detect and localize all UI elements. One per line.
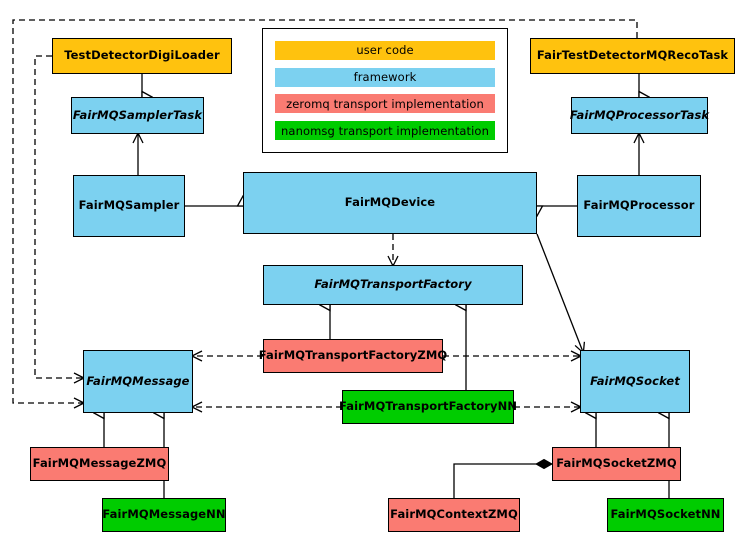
class-node-label: FairMQSampler xyxy=(78,198,180,213)
legend-item-zeromq: zeromq transport implementation xyxy=(275,94,495,114)
class-node-fairmqtransportfactoryzmq[interactable]: FairMQTransportFactoryZMQ xyxy=(259,339,447,373)
class-node-fairmqsocketnn[interactable]: FairMQSocketNN xyxy=(607,498,724,532)
class-node-label: FairMQSamplerTask xyxy=(72,107,203,122)
class-node-fairmqprocessor[interactable]: FairMQProcessor xyxy=(577,175,701,237)
legend-label-user-code: user code xyxy=(356,43,414,58)
class-node-label: TestDetectorDigiLoader xyxy=(64,48,220,63)
class-node-label: FairMQContextZMQ xyxy=(390,507,518,522)
class-node-label: FairMQSocket xyxy=(590,373,680,388)
class-node-fairmqsocket[interactable]: FairMQSocket xyxy=(580,350,690,413)
legend-item-nanomsg: nanomsg transport implementation xyxy=(275,121,495,141)
legend: user code framework zeromq transport imp… xyxy=(262,28,508,153)
class-node-label: FairMQMessage xyxy=(86,373,190,388)
edge-contextzmq-to-socketzmq xyxy=(453,464,552,498)
legend-label-nanomsg: nanomsg transport implementation xyxy=(281,123,489,138)
class-node-label: FairMQDevice xyxy=(344,195,436,210)
class-node-label: FairMQProcessorTask xyxy=(569,107,710,122)
legend-label-framework: framework xyxy=(353,70,417,85)
class-node-label: FairMQTransportFactory xyxy=(314,277,472,292)
class-node-fairmqprocessortask[interactable]: FairMQProcessorTask xyxy=(569,97,710,134)
class-node-label: FairMQTransportFactoryNN xyxy=(338,399,518,414)
class-node-fairmqsocketzmq[interactable]: FairMQSocketZMQ xyxy=(552,447,681,481)
class-node-fairmqmessagezmq[interactable]: FairMQMessageZMQ xyxy=(30,447,169,481)
class-node-fairmqsampler[interactable]: FairMQSampler xyxy=(73,175,185,237)
class-node-label: FairMQSocketNN xyxy=(610,507,721,522)
legend-item-user-code: user code xyxy=(275,40,495,60)
class-node-label: FairMQMessageNN xyxy=(102,507,226,522)
class-node-fairmqtransportfactory[interactable]: FairMQTransportFactory xyxy=(263,265,523,305)
class-node-label: FairTestDetectorMQRecoTask xyxy=(536,48,729,63)
class-node-label: FairMQMessageZMQ xyxy=(32,456,167,471)
class-node-fairmqsamplertask[interactable]: FairMQSamplerTask xyxy=(71,97,204,134)
class-node-label: FairMQTransportFactoryZMQ xyxy=(258,348,448,363)
legend-label-zeromq: zeromq transport implementation xyxy=(286,96,484,111)
class-node-label: FairMQProcessor xyxy=(583,198,695,213)
edge-device-to-socket xyxy=(536,233,583,352)
class-node-fairmqcontextzmq[interactable]: FairMQContextZMQ xyxy=(388,498,520,532)
class-node-fairmqtransportfactorynn[interactable]: FairMQTransportFactoryNN xyxy=(338,390,518,424)
class-node-fairtestdetectormqrecotask[interactable]: FairTestDetectorMQRecoTask xyxy=(530,38,735,74)
legend-item-framework: framework xyxy=(275,67,495,87)
class-node-testdetectordigiloader[interactable]: TestDetectorDigiLoader xyxy=(52,38,232,74)
class-node-fairmqdevice[interactable]: FairMQDevice xyxy=(243,172,537,234)
class-node-fairmqmessage[interactable]: FairMQMessage xyxy=(83,350,193,413)
class-node-label: FairMQSocketZMQ xyxy=(556,456,677,471)
class-node-fairmqmessagenn[interactable]: FairMQMessageNN xyxy=(102,498,226,532)
